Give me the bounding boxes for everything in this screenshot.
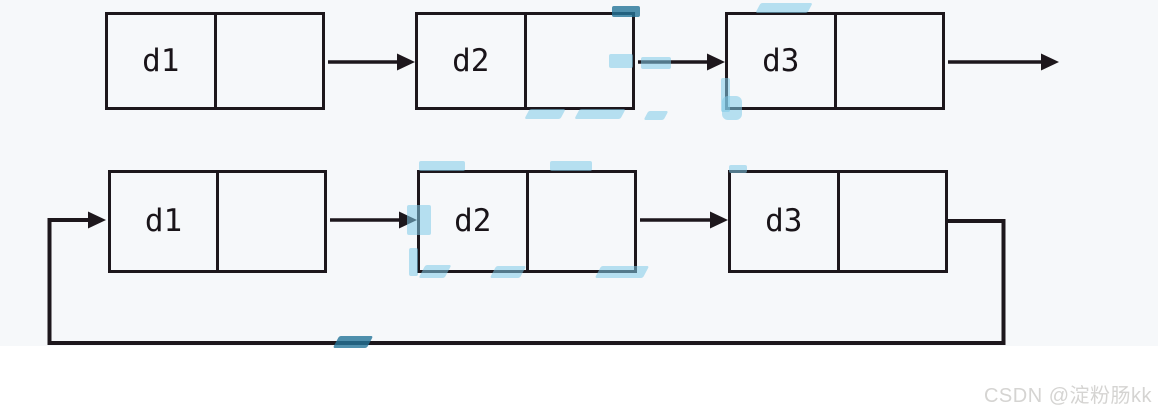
highlight-mark (721, 78, 730, 112)
node-next-cell (217, 15, 323, 107)
node-next-cell (840, 173, 946, 270)
highlight-mark (489, 266, 527, 278)
highlight-mark (550, 161, 592, 171)
list-node: d2 (417, 170, 637, 273)
highlight-mark (419, 161, 465, 171)
list-node: d1 (105, 12, 325, 110)
highlight-mark (332, 336, 374, 348)
highlight-mark (524, 109, 566, 119)
node-data-cell: d1 (108, 15, 217, 107)
highlight-mark (594, 266, 650, 278)
node-data-label: d2 (454, 203, 492, 239)
node-data-label: d1 (144, 203, 183, 239)
node-data-cell: d3 (731, 173, 840, 270)
highlight-mark (574, 109, 626, 119)
highlight-mark (407, 205, 431, 235)
highlight-mark (609, 54, 633, 68)
highlight-mark (612, 6, 640, 17)
list-node: d3 (728, 170, 948, 273)
list-node: d2 (415, 12, 635, 110)
highlight-mark (409, 248, 418, 276)
node-data-label: d3 (762, 42, 800, 79)
highlight-mark (755, 3, 813, 13)
watermark-text: CSDN @淀粉肠kk (983, 385, 1152, 407)
node-data-label: d1 (142, 42, 180, 79)
node-data-cell: d1 (111, 173, 219, 270)
list-node: d3 (725, 12, 945, 110)
highlight-mark (641, 57, 671, 69)
node-next-cell (219, 173, 324, 270)
node-next-cell (529, 173, 635, 270)
node-data-cell: d3 (728, 15, 837, 107)
node-data-cell: d2 (420, 173, 529, 270)
list-node: d1 (108, 170, 327, 273)
highlight-mark (729, 165, 747, 173)
highlight-mark (722, 96, 742, 120)
node-data-label: d3 (765, 203, 803, 239)
node-data-cell: d2 (418, 15, 527, 107)
node-data-label: d2 (452, 42, 490, 79)
node-next-cell (837, 15, 943, 107)
